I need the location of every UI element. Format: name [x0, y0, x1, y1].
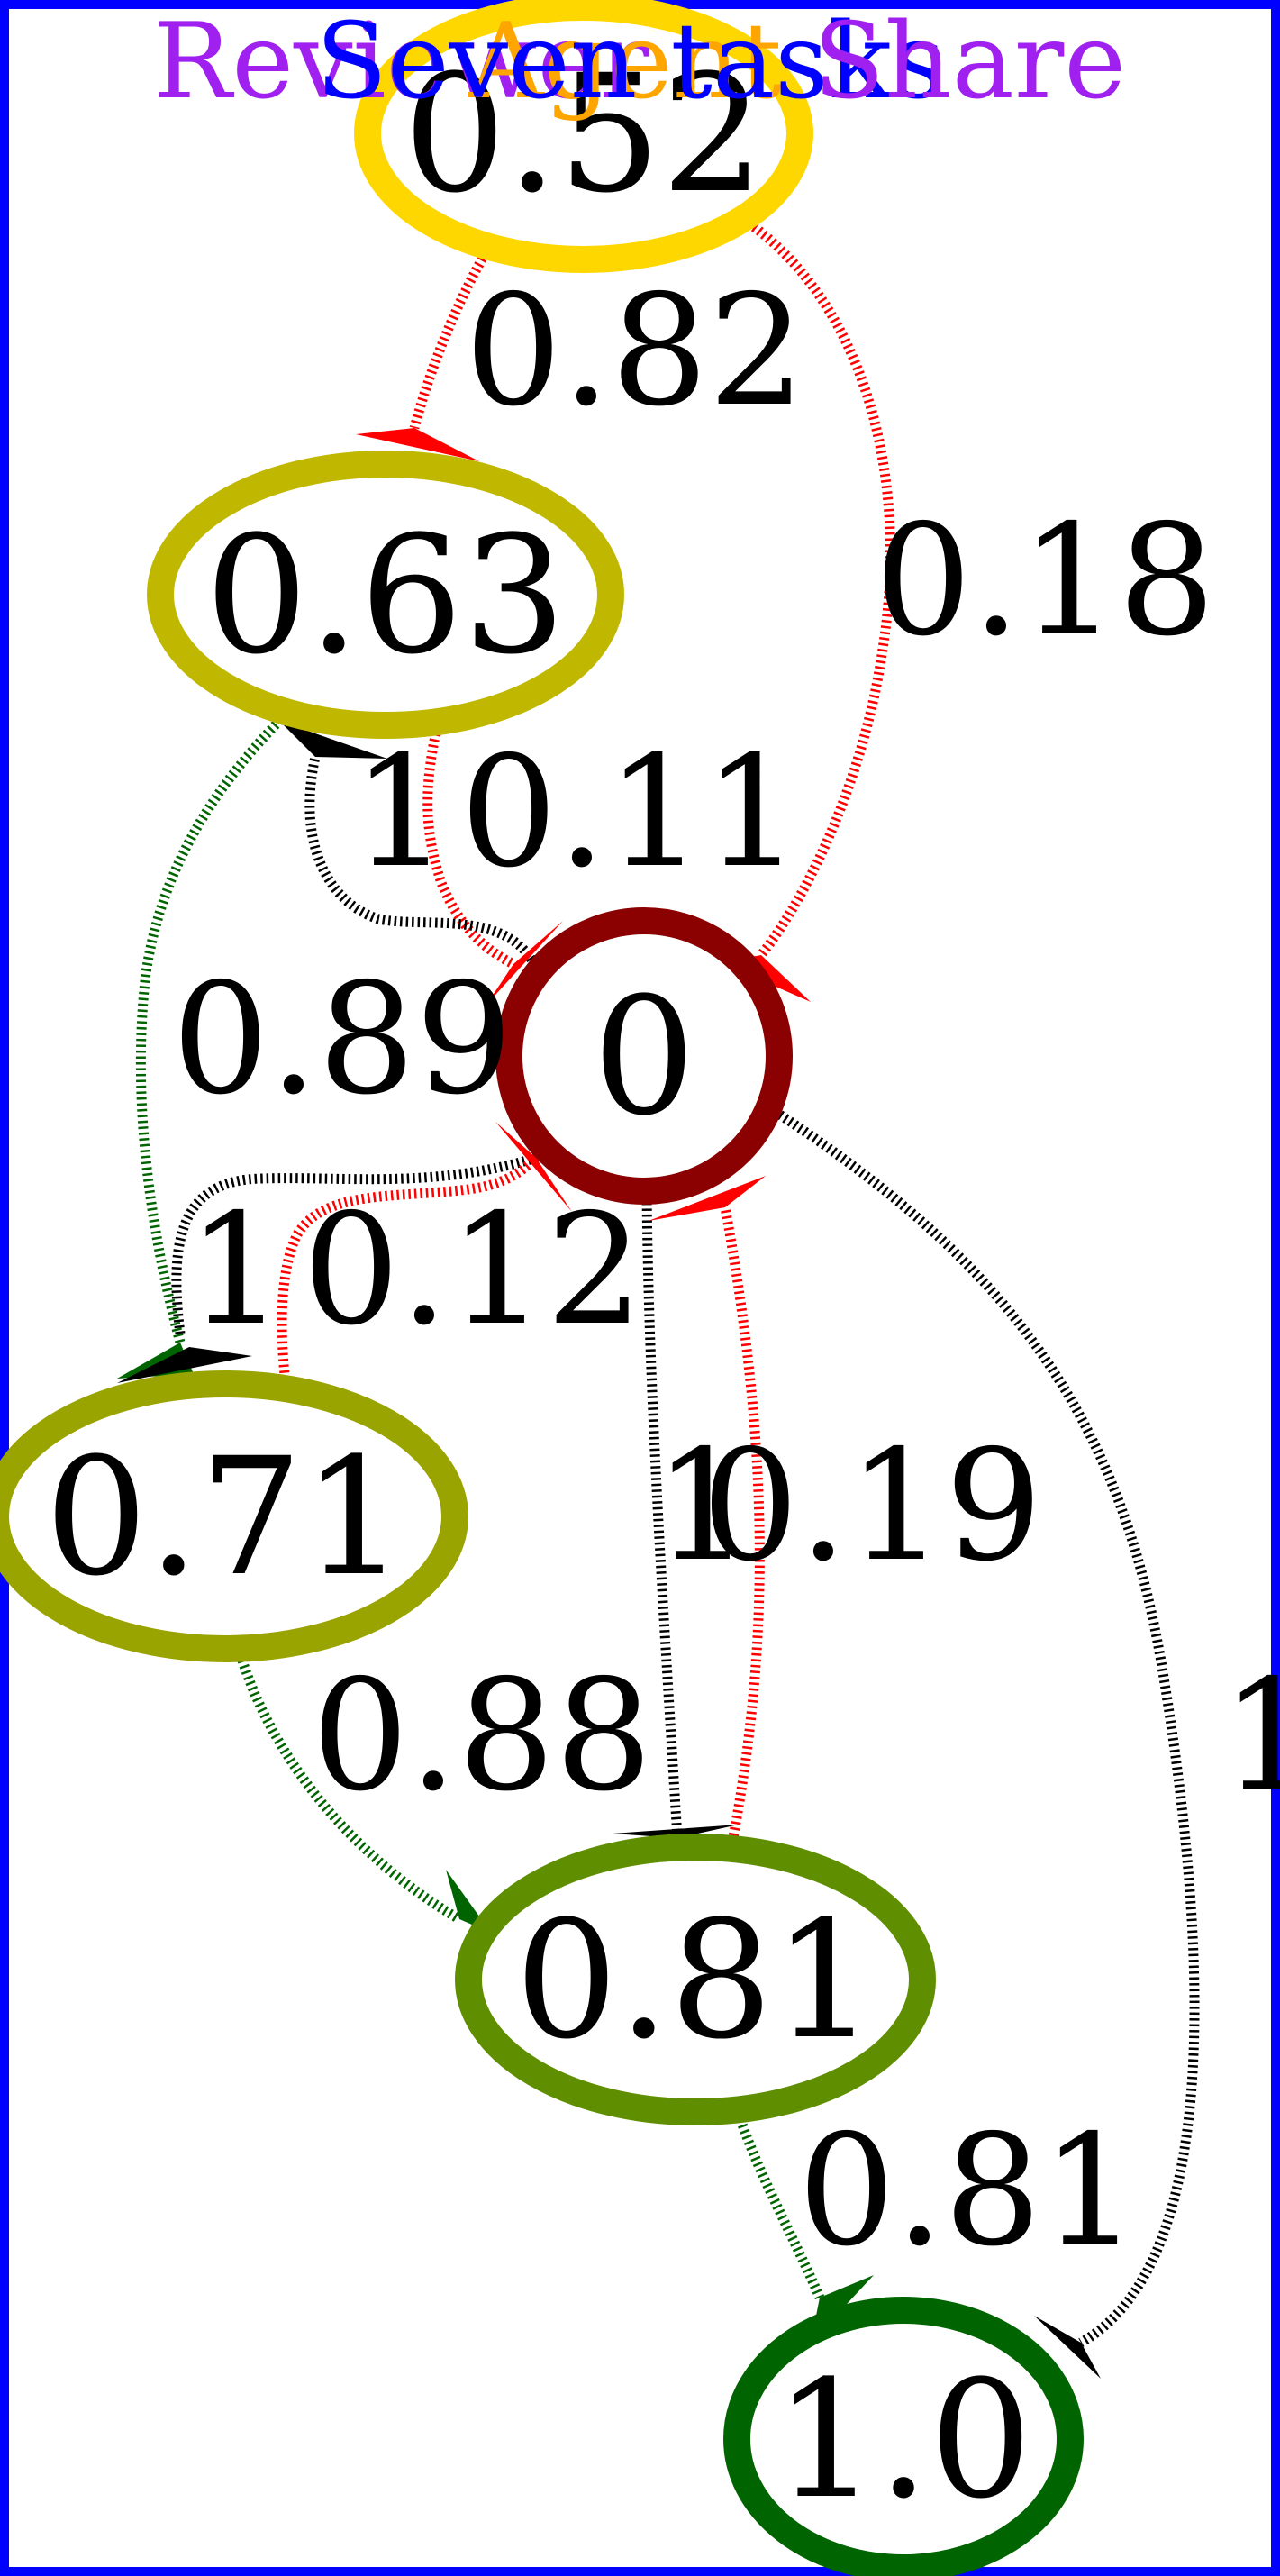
edge-arrowhead-e11	[1034, 2316, 1101, 2379]
node-n081: 0.81	[455, 1834, 936, 2125]
node-label: 0.63	[205, 502, 567, 690]
title-word-3: Seven tasks	[315, 1, 945, 123]
node-ellipse	[723, 2297, 1084, 2576]
node-ellipse	[455, 1834, 936, 2125]
edge-path-e6	[171, 1152, 538, 1334]
edge-path-e3	[422, 715, 516, 969]
edge-arrowhead-e3	[486, 921, 563, 1005]
node-ellipse	[354, 0, 813, 273]
edge-arrowhead-e6	[117, 1347, 252, 1383]
edge-path-e9	[720, 1206, 765, 1849]
edge-path-e8	[641, 1190, 683, 1839]
node-label: 0	[593, 963, 696, 1151]
edge-label-e11: 1	[1221, 1647, 1280, 1825]
edge-path-e2	[746, 219, 895, 959]
edge-label-e8: 1	[654, 1417, 751, 1596]
node-label: 1.0	[775, 2346, 1032, 2535]
title-word-4: Share	[813, 1, 1126, 123]
node-n071: 0.71	[0, 1370, 468, 1662]
node-ellipse	[0, 1370, 468, 1662]
edge-arrowhead-e7	[495, 1122, 572, 1212]
edge-label-e5: 0.89	[172, 951, 513, 1129]
edge-label-e4: 1	[352, 724, 449, 902]
edge-label-e6: 1	[187, 1181, 285, 1360]
node-ellipse	[147, 451, 624, 739]
edge-arrowhead-e8	[613, 1825, 739, 1838]
edge-label-e10: 0.88	[312, 1647, 653, 1825]
edge-label-e12: 0.81	[798, 2102, 1139, 2280]
title-word-1: Reviewer	[153, 1, 649, 123]
node-label: 0.81	[515, 1887, 876, 2075]
title-word-2: Agent	[468, 1, 782, 123]
node-n10: 1.0	[723, 2297, 1084, 2576]
edge-label-e2: 0.18	[875, 492, 1216, 670]
edge-label-e3: 0.11	[460, 724, 802, 902]
node-ellipse	[495, 907, 793, 1205]
edge-arrowhead-e1	[356, 428, 479, 461]
node-n0: 0	[495, 907, 793, 1205]
edge-path-e12	[731, 2107, 825, 2300]
node-n063: 0.63	[147, 451, 624, 739]
edge-label-e7: 0.12	[303, 1181, 644, 1360]
node-label: 0.71	[45, 1424, 406, 1612]
node-n052: 0.52	[354, 0, 813, 273]
node-label: 0.52	[404, 41, 765, 229]
edge-arrowhead-e9	[649, 1176, 766, 1221]
edge-path-e5	[135, 708, 292, 1344]
edge-label-e1: 0.82	[465, 262, 806, 441]
edge-label-e9: 0.19	[702, 1417, 1043, 1596]
edge-path-e4	[304, 755, 536, 963]
